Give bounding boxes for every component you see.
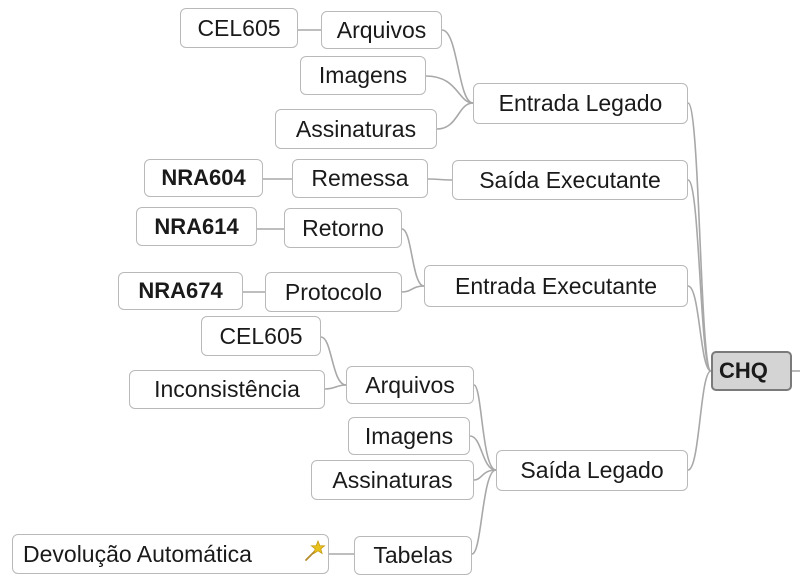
node-saida-legado[interactable]: Saída Legado [496,450,688,491]
node-entrada-executante-nra674[interactable]: NRA674 [118,272,243,310]
node-label: Remessa [311,165,409,191]
node-saida-legado-assinaturas[interactable]: Assinaturas [311,460,474,500]
node-label: Entrada Legado [498,90,663,116]
node-saida-legado-arquivos[interactable]: Arquivos [346,366,474,404]
node-label: Inconsistência [154,376,300,402]
node-label: Saída Executante [479,166,661,193]
node-label: CEL605 [219,322,303,349]
node-entrada-legado[interactable]: Entrada Legado [473,83,688,124]
node-entrada-legado-cel605[interactable]: CEL605 [180,8,298,48]
node-label: NRA674 [138,278,223,303]
node-saida-legado-imagens[interactable]: Imagens [348,417,470,455]
node-label: Saída Legado [520,457,664,483]
node-entrada-executante-retorno[interactable]: Retorno [284,208,402,248]
connector-root-entrada-executante [687,285,712,372]
node-label: Arquivos [365,371,455,398]
node-label: Devolução Automática [23,540,252,567]
connector-root-saida-legado [687,370,712,471]
node-label: Tabelas [373,542,453,568]
node-entrada-executante-protocolo[interactable]: Protocolo [265,272,402,312]
node-entrada-executante-nra614[interactable]: NRA614 [136,207,257,246]
node-label: Imagens [364,422,454,449]
connector-root-saida-executante [687,179,712,372]
node-label: Assinaturas [295,115,417,142]
root-node-chq[interactable]: CHQ [711,351,792,391]
node-entrada-executante[interactable]: Entrada Executante [424,265,688,307]
node-entrada-legado-imagens[interactable]: Imagens [300,56,426,95]
node-label: Imagens [318,62,408,88]
node-saida-executante-nra604[interactable]: NRA604 [144,159,263,197]
node-saida-legado-tabelas[interactable]: Tabelas [354,536,472,575]
node-label: NRA604 [161,165,246,190]
node-entrada-legado-arquivos[interactable]: Arquivos [321,11,442,49]
root-label: CHQ [719,358,768,383]
node-saida-executante-remessa[interactable]: Remessa [292,159,428,198]
node-label: Entrada Executante [454,272,658,299]
node-saida-executante[interactable]: Saída Executante [452,160,688,200]
node-label: NRA614 [154,213,239,239]
node-label: Retorno [302,214,384,241]
node-label: CEL605 [197,14,281,41]
node-label: Assinaturas [332,466,453,493]
star-icon [303,539,327,563]
node-saida-legado-cel605[interactable]: CEL605 [201,316,321,356]
node-saida-legado-inconsistencia[interactable]: Inconsistência [129,370,325,409]
node-label: Protocolo [284,278,383,305]
node-saida-legado-devolucao-automatica[interactable]: Devolução Automática [12,534,329,574]
node-entrada-legado-assinaturas[interactable]: Assinaturas [275,109,437,149]
node-label: Arquivos [336,16,427,43]
